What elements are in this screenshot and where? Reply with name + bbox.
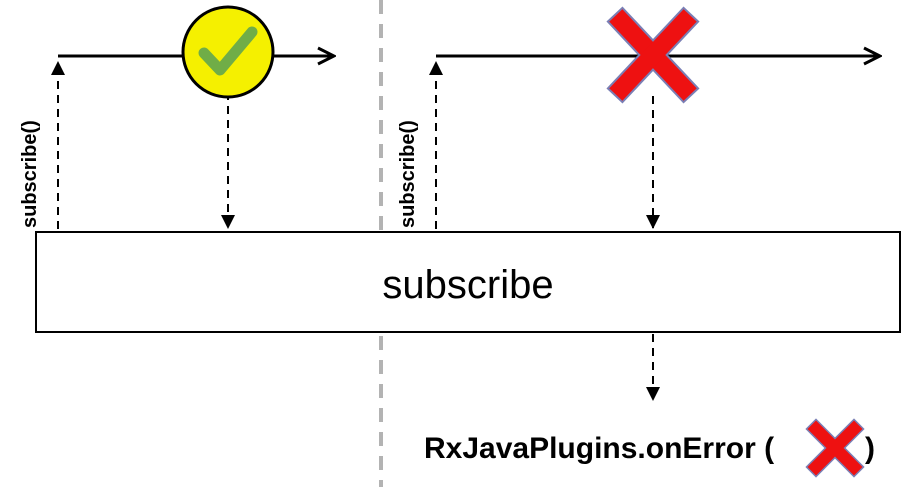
- right-subscribe-label: subscribe(): [397, 120, 419, 228]
- left-panel: subscribe(): [19, 5, 334, 229]
- onerror-suffix: ): [865, 432, 875, 465]
- left-subscribe-label: subscribe(): [19, 120, 41, 228]
- operator-box: subscribe: [35, 231, 901, 333]
- onerror-footer: RxJavaPlugins.onError ( ): [424, 418, 875, 478]
- check-icon: [181, 5, 275, 99]
- right-panel: subscribe(): [397, 6, 880, 401]
- operator-label: subscribe: [382, 263, 553, 307]
- error-x-icon: [805, 418, 865, 478]
- error-x-icon: [606, 6, 700, 104]
- onerror-prefix: RxJavaPlugins.onError (: [424, 432, 774, 465]
